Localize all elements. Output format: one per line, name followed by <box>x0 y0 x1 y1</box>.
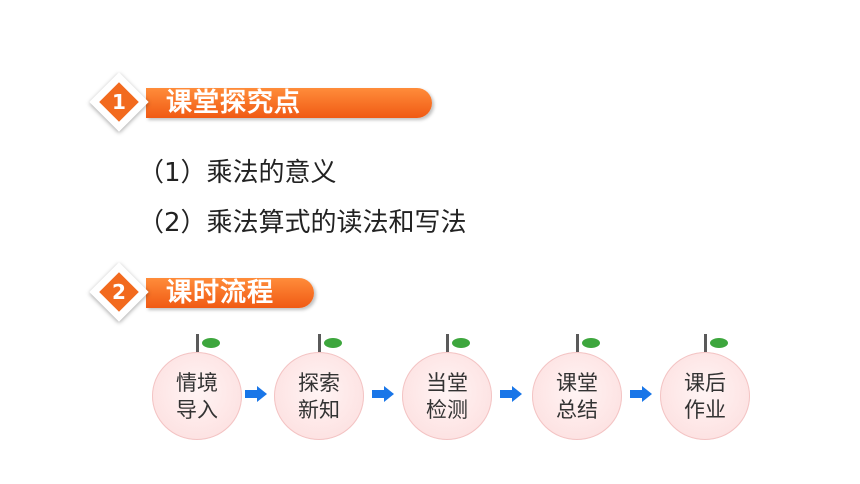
right-arrow-icon <box>630 386 652 402</box>
step-label: 探索 新知 <box>274 370 364 424</box>
step-label-line: 课后 <box>684 371 726 395</box>
leaf-icon <box>582 338 600 348</box>
section-number: 1 <box>112 90 126 114</box>
stem-icon <box>704 334 707 354</box>
flow-step: 当堂 检测 <box>402 334 492 440</box>
stem-icon <box>446 334 449 354</box>
right-arrow-icon <box>372 386 394 402</box>
learning-points: （1）乘法的意义 （2）乘法算式的读法和写法 <box>138 148 467 248</box>
right-arrow-icon <box>245 386 267 402</box>
flow-step: 课后 作业 <box>660 334 750 440</box>
peach-circle <box>152 352 242 440</box>
peach-circle <box>532 352 622 440</box>
flow-step: 课堂 总结 <box>532 334 622 440</box>
step-label-line: 检测 <box>426 398 468 422</box>
point-item: （2）乘法算式的读法和写法 <box>138 208 467 238</box>
leaf-icon <box>452 338 470 348</box>
section-title-bar: 课堂探究点 <box>146 88 432 118</box>
stem-icon <box>318 334 321 354</box>
section-title: 课时流程 <box>166 278 275 308</box>
step-label-line: 当堂 <box>426 371 468 395</box>
step-label-line: 新知 <box>298 398 340 422</box>
step-label-line: 作业 <box>684 398 726 422</box>
leaf-icon <box>324 338 342 348</box>
peach-circle <box>660 352 750 440</box>
peach-circle <box>274 352 364 440</box>
stem-icon <box>576 334 579 354</box>
step-label-line: 总结 <box>556 398 598 422</box>
step-label: 当堂 检测 <box>402 370 492 424</box>
right-arrow-icon <box>500 386 522 402</box>
section-number: 2 <box>112 280 126 304</box>
flow-step: 情境 导入 <box>152 334 242 440</box>
step-label-line: 情境 <box>176 371 218 395</box>
step-label-line: 导入 <box>176 398 218 422</box>
step-label: 课堂 总结 <box>532 370 622 424</box>
flow-step: 探索 新知 <box>274 334 364 440</box>
section-title-bar: 课时流程 <box>146 278 314 308</box>
leaf-icon <box>710 338 728 348</box>
section-title: 课堂探究点 <box>166 88 302 118</box>
step-label: 情境 导入 <box>152 370 242 424</box>
step-label-line: 探索 <box>298 371 340 395</box>
peach-circle <box>402 352 492 440</box>
leaf-icon <box>202 338 220 348</box>
step-label-line: 课堂 <box>556 371 598 395</box>
stem-icon <box>196 334 199 354</box>
point-item: （1）乘法的意义 <box>138 158 337 188</box>
step-label: 课后 作业 <box>660 370 750 424</box>
